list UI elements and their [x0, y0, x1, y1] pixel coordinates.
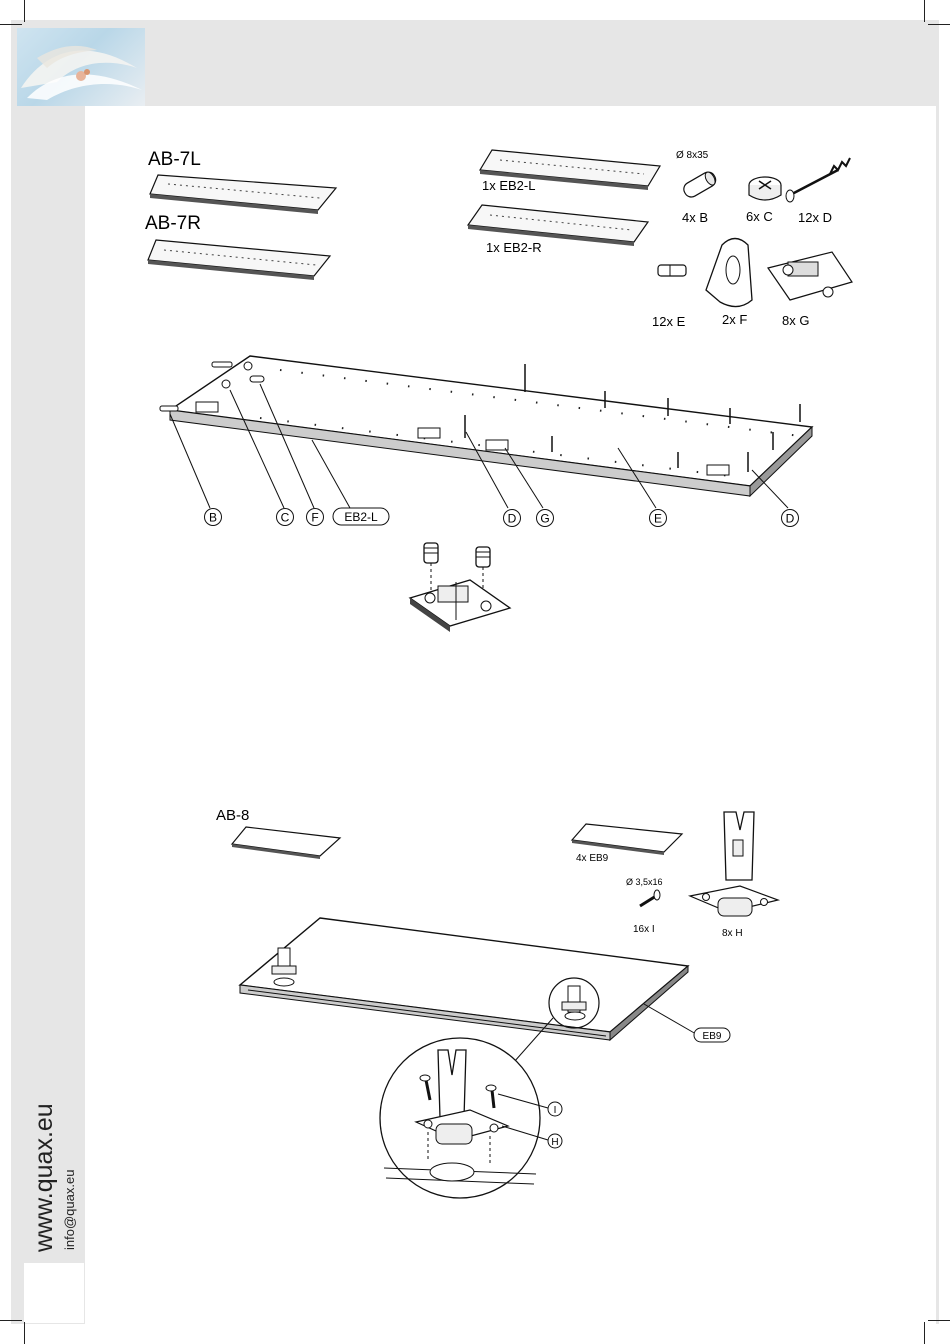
cam-bolt-label: 12x D	[798, 210, 832, 225]
callout-d-right: D	[782, 510, 799, 527]
callout-i: I	[548, 1102, 562, 1116]
dowel-icon	[681, 170, 718, 200]
panel-ab-7r	[148, 240, 330, 280]
screw-label: 16x I	[633, 924, 655, 935]
hanger-bracket-label: 2x F	[722, 312, 747, 327]
svg-text:H: H	[551, 1137, 558, 1148]
callout-b: B	[205, 509, 222, 526]
callout-c: C	[277, 509, 294, 526]
panel-ab-7l-label: AB-7L	[148, 149, 201, 170]
hinge-label: 8x H	[722, 928, 743, 939]
hinge-plate-detail	[410, 543, 510, 632]
hinge-detail-magnifier	[380, 1038, 548, 1198]
callout-d-left: D	[504, 510, 521, 527]
panel-ab-7r-label: AB-7R	[145, 213, 201, 234]
hinge-icon	[690, 812, 778, 916]
svg-text:G: G	[540, 512, 549, 526]
svg-text:D: D	[786, 512, 795, 526]
screw-icon	[640, 890, 660, 906]
dowel-label: 4x B	[682, 210, 708, 225]
dowel-spec: Ø 8x35	[676, 150, 709, 161]
callout-eb9: EB9	[694, 1028, 730, 1042]
edge-strip-eb9-label: 4x EB9	[576, 853, 609, 864]
svg-text:EB2-L: EB2-L	[344, 510, 378, 524]
edge-strip-eb2-r-label: 1x EB2-R	[486, 240, 542, 255]
svg-text:C: C	[281, 511, 290, 525]
cam-bolt-icon	[786, 158, 850, 202]
side-panel-assembly	[160, 356, 812, 508]
screw-spec: Ø 3,5x16	[626, 877, 663, 887]
panel-ab-8-label: AB-8	[216, 807, 249, 824]
callout-g: G	[537, 510, 554, 527]
svg-text:EB9: EB9	[703, 1031, 722, 1042]
shelf-pin-icon	[658, 265, 686, 276]
callout-eb2-l: EB2-L	[333, 508, 389, 525]
cam-lock-icon	[749, 177, 781, 200]
hanger-bracket-icon	[706, 239, 752, 307]
svg-text:F: F	[311, 511, 318, 525]
callout-h: H	[548, 1134, 562, 1148]
svg-text:D: D	[508, 512, 517, 526]
cam-lock-label: 6x C	[746, 209, 773, 224]
edge-strip-eb9	[572, 824, 682, 855]
edge-strip-eb2-l-label: 1x EB2-L	[482, 178, 535, 193]
callout-e: E	[650, 510, 667, 527]
panel-ab-8	[232, 827, 340, 859]
shelf-pin-label: 12x E	[652, 314, 686, 329]
callout-f: F	[307, 509, 324, 526]
svg-text:I: I	[554, 1105, 557, 1116]
svg-text:E: E	[654, 512, 662, 526]
hinge-plate-label: 8x G	[782, 313, 809, 328]
panel-ab-7l	[150, 175, 336, 214]
svg-text:B: B	[209, 511, 217, 525]
hinge-plate-icon	[768, 252, 852, 300]
